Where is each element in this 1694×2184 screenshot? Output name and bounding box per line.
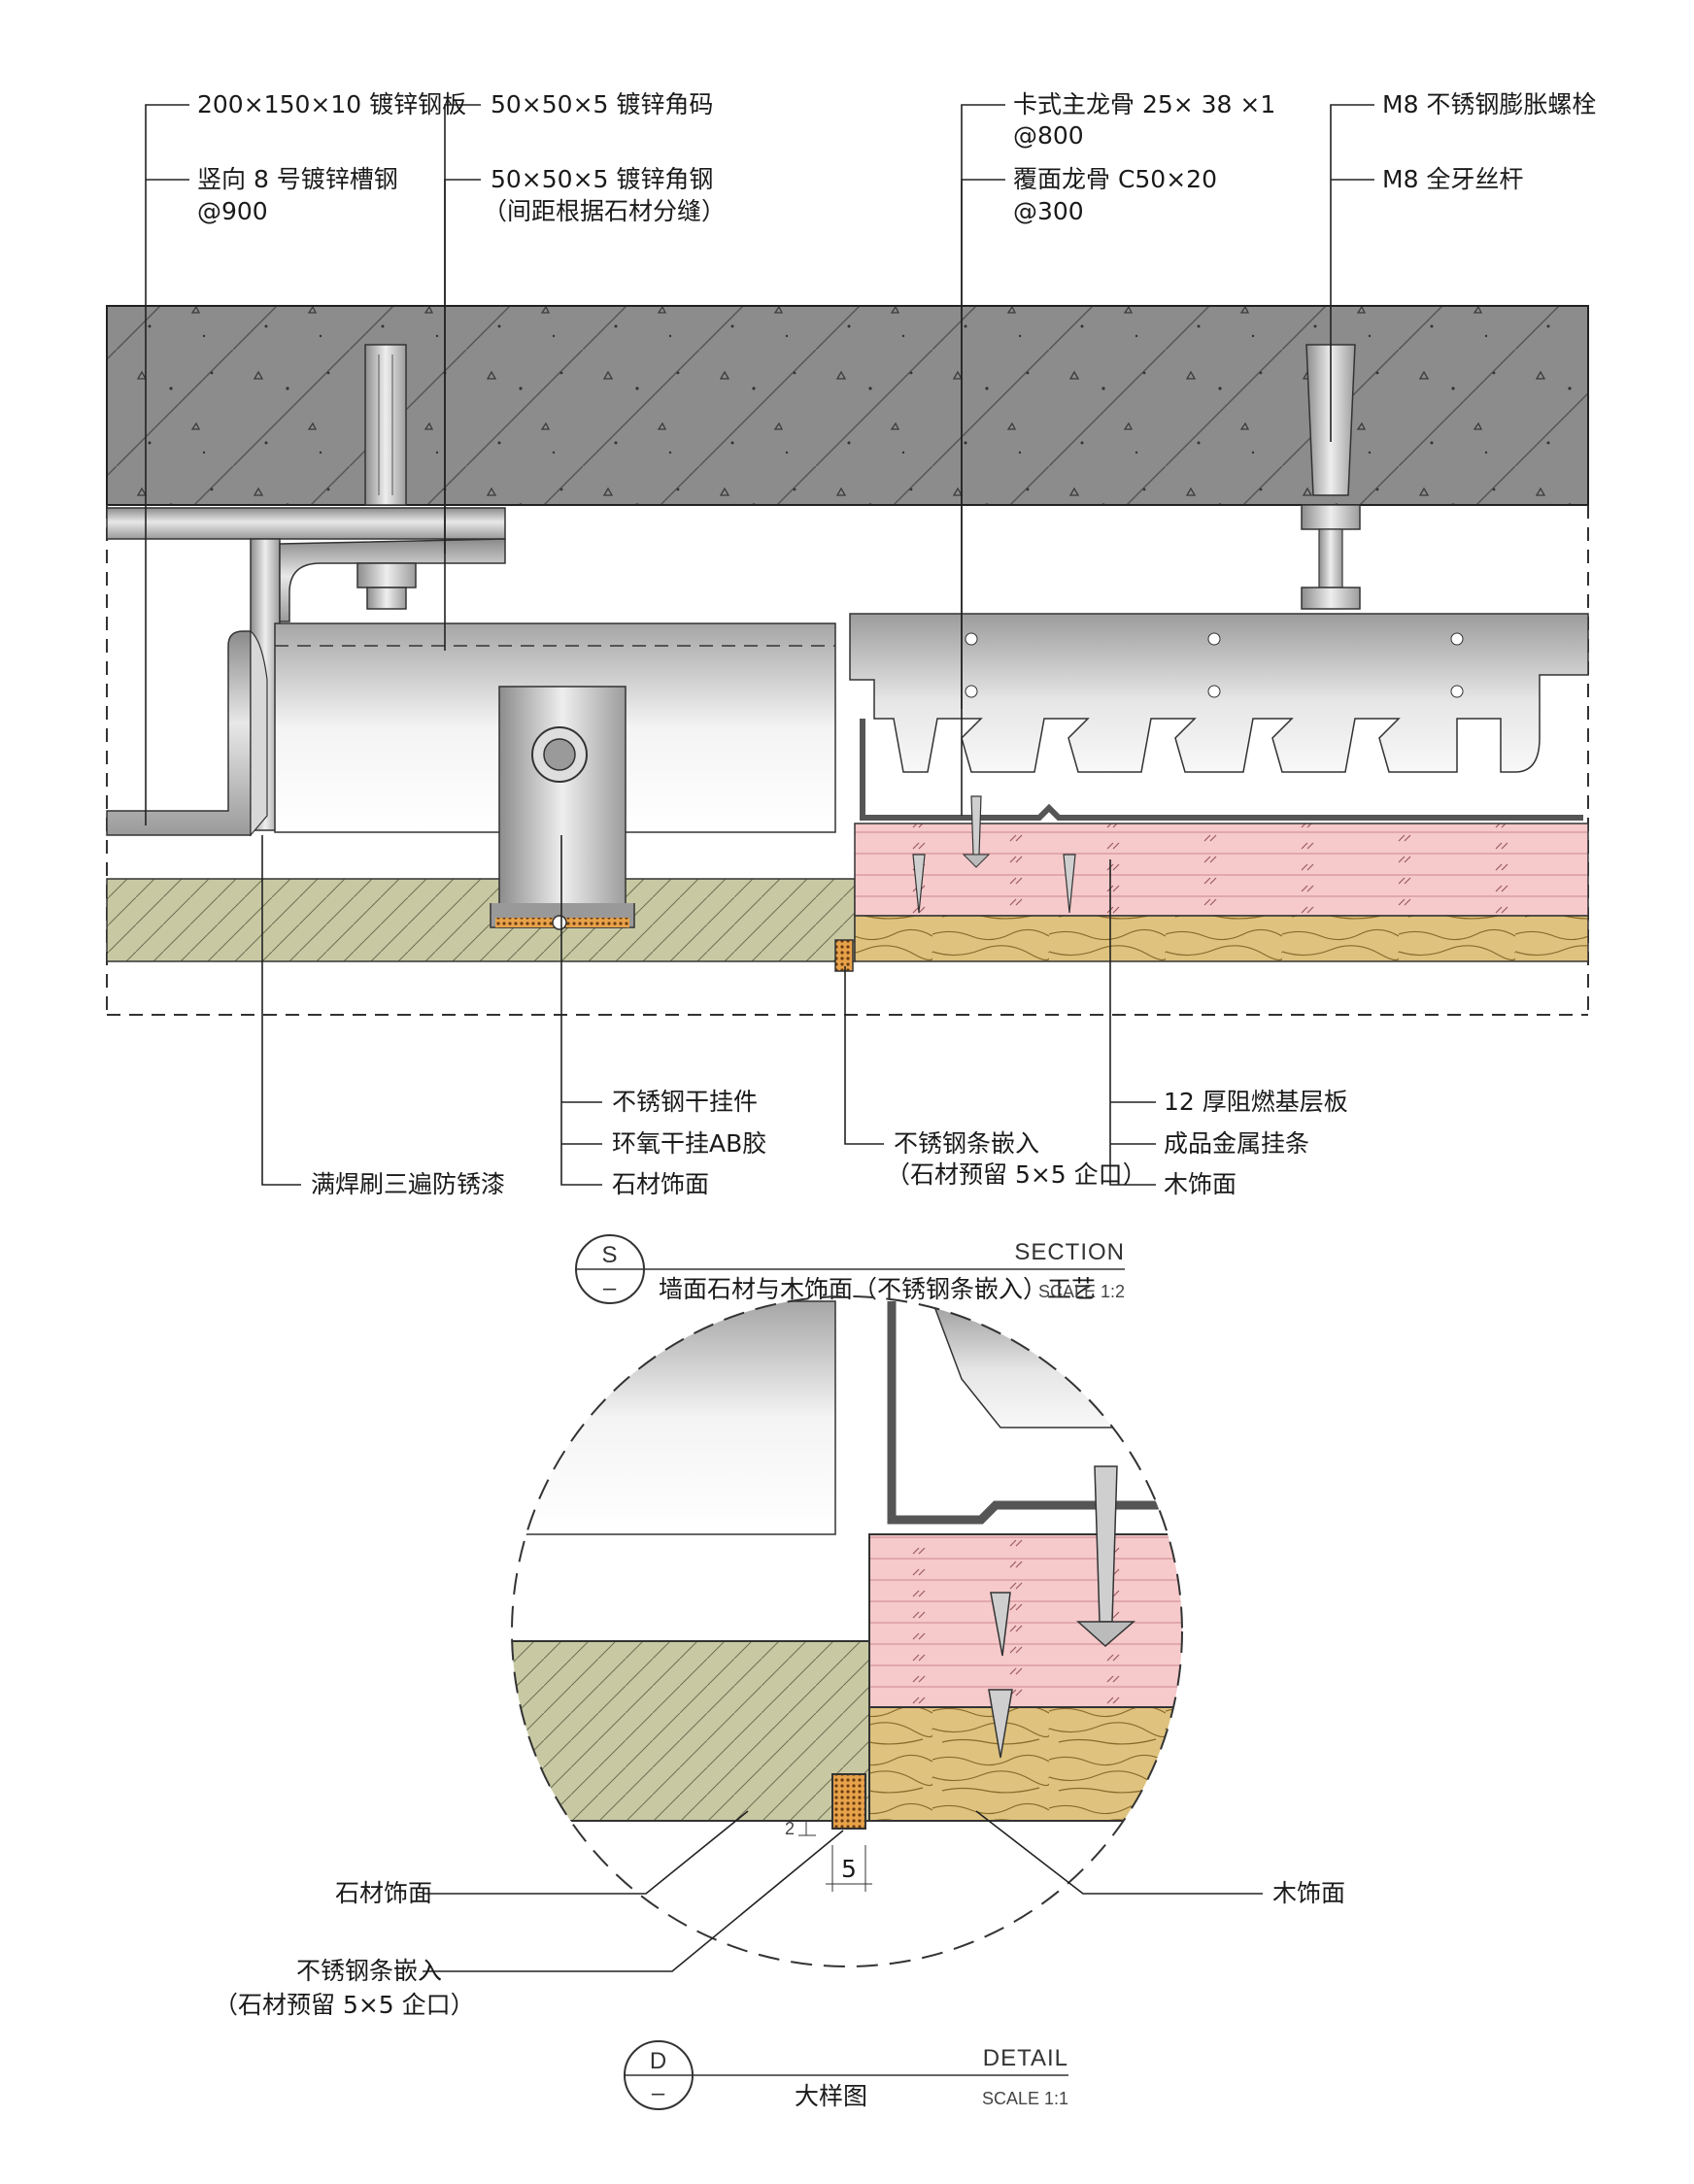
wood-veneer [854, 915, 1589, 962]
label-cover-keel: 覆面龙骨 C50×20 [1013, 165, 1217, 193]
label-hanger: 不锈钢干挂件 [612, 1088, 758, 1116]
section-sub: – [603, 1275, 617, 1301]
stainless-strip [834, 939, 854, 972]
detail-dimensions: 2 5 [785, 1819, 872, 1892]
screw-icon [988, 1592, 1013, 1759]
label-metal-strip: 成品金属挂条 [1164, 1129, 1309, 1158]
screw-icon [912, 854, 1076, 914]
detail-stone [512, 1640, 870, 1822]
detail-leaders [423, 1810, 1263, 1972]
dim-gap: 2 [785, 1819, 795, 1838]
detail-label-strip-note: （石材预留 5×5 企口） [214, 1991, 475, 2019]
card-main-keel [849, 613, 1589, 773]
detail-wood [868, 1706, 1182, 1822]
section-type: SECTION [1014, 1239, 1125, 1265]
detail-letter: D [650, 2048, 667, 2074]
label-angle-code: 50×50×5 镀锌角码 [491, 90, 713, 118]
label-main-keel: 卡式主龙骨 25× 38 ×1 [1013, 90, 1275, 118]
label-cover-keel-spacing: @300 [1013, 197, 1084, 225]
detail-label-wood: 木饰面 [1272, 1879, 1345, 1907]
detail-title-block: D – DETAIL 大样图 SCALE 1:1 [624, 2040, 1068, 2110]
label-board: 12 厚阻燃基层板 [1164, 1088, 1348, 1116]
label-channel-spacing: @900 [197, 197, 268, 225]
label-wood: 木饰面 [1164, 1170, 1237, 1198]
label-glue: 环氧干挂AB胶 [612, 1129, 766, 1158]
label-rod: M8 全牙丝杆 [1382, 165, 1523, 193]
section-name: 墙面石材与木饰面（不锈钢条嵌入）工艺 [659, 1275, 1096, 1303]
section-leaders [145, 104, 1374, 1186]
detail-stainless-strip [831, 1773, 866, 1830]
label-weld: 满焊刷三遍防锈漆 [311, 1170, 505, 1198]
detail-board [868, 1533, 1182, 1708]
detail-cover-keel [887, 1301, 1182, 1525]
screw-icon [1076, 1465, 1136, 1647]
label-angle-steel-note: （间距根据石材分缝） [483, 197, 726, 225]
detail-angle-steel [512, 1300, 836, 1535]
detail-sub: – [652, 2080, 665, 2106]
screw-icon [962, 795, 991, 868]
concrete-wall [106, 305, 1589, 506]
section-letter: S [601, 1242, 618, 1268]
dim-width: 5 [841, 1855, 857, 1883]
detail-drawing: 2 5 [511, 1295, 1183, 1967]
label-strip: 不锈钢条嵌入 [894, 1129, 1039, 1158]
detail-label-strip: 不锈钢条嵌入 [296, 1957, 442, 1985]
fire-retardant-board [854, 823, 1589, 917]
bolt-nut-left [356, 562, 417, 610]
stainless-dry-hanger [490, 686, 635, 930]
label-angle-steel: 50×50×5 镀锌角钢 [491, 165, 713, 193]
stone-panel [106, 878, 856, 962]
m8-threaded-rod [1301, 528, 1361, 610]
detail-name: 大样图 [795, 2082, 867, 2110]
label-stone: 石材饰面 [612, 1170, 709, 1198]
cover-keel [860, 719, 1583, 821]
label-channel-steel: 竖向 8 号镀锌槽钢 [197, 165, 398, 193]
section-drawing [106, 305, 1589, 1016]
detail-type: DETAIL [983, 2045, 1068, 2071]
label-strip-note: （石材预留 5×5 企口） [886, 1160, 1147, 1189]
label-plate: 200×150×10 镀锌钢板 [197, 90, 466, 118]
section-scale: SCALE 1:2 [1038, 1282, 1125, 1301]
label-bolt: M8 不锈钢膨胀螺栓 [1382, 90, 1596, 118]
anchor-bolt-left [364, 344, 407, 506]
vertical-channel-steel [106, 629, 268, 837]
label-main-keel-spacing: @800 [1013, 121, 1084, 150]
detail-scale: SCALE 1:1 [982, 2089, 1068, 2108]
detail-label-stone: 石材饰面 [335, 1879, 432, 1907]
section-title-block: S – SECTION 墙面石材与木饰面（不锈钢条嵌入）工艺 SCALE 1:2 [575, 1234, 1125, 1304]
